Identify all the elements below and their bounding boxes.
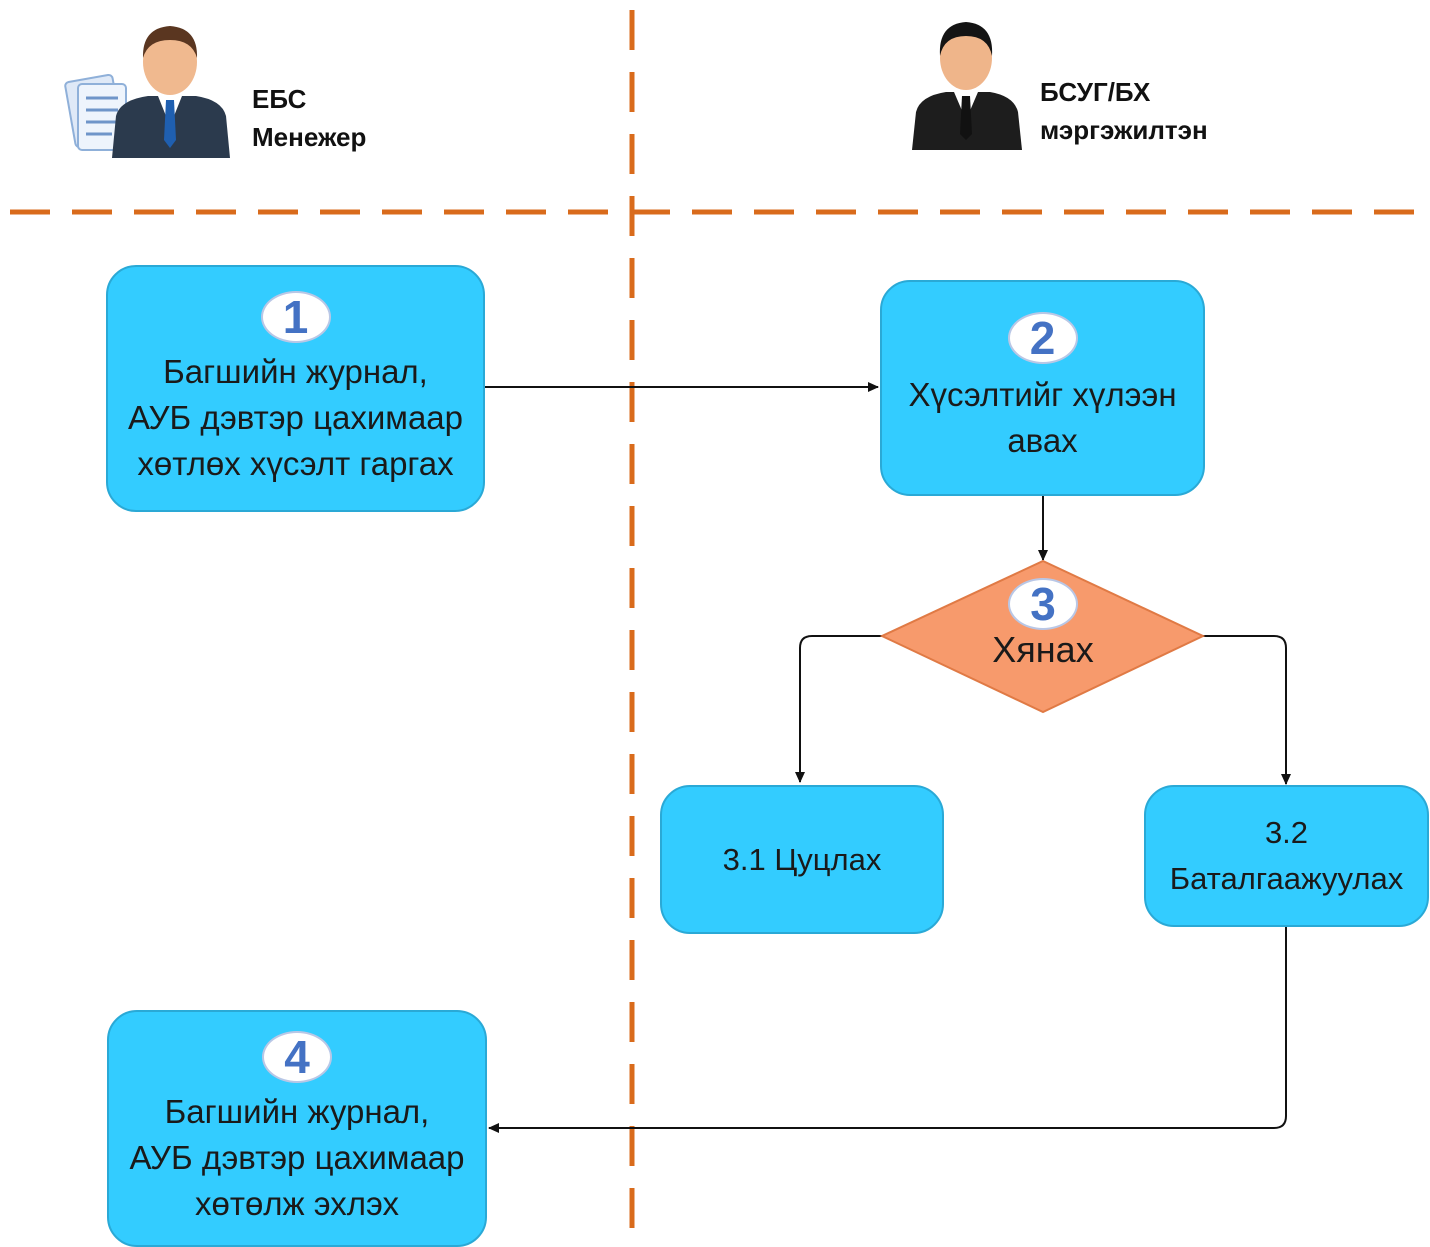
connector-3-to-3-1 <box>795 635 882 783</box>
step-1-box: 1 Багшийн журнал, АУБ дэвтэр цахимаар хө… <box>106 265 485 512</box>
step-3-text: Хянах <box>992 629 1094 670</box>
step-3-2-text: 3.2 Баталгаажуулах <box>1169 815 1404 896</box>
step-4-box: 4 Багшийн журнал, АУБ дэвтэр цахимаар хө… <box>107 1010 487 1247</box>
decision-diamond <box>879 559 1206 714</box>
step-1-text: Багшийн журнал, АУБ дэвтэр цахимаар хөтл… <box>127 352 464 482</box>
step-2-box: 2 Хүсэлтийг хүлээн авах <box>880 280 1205 496</box>
step-1-number-badge: 1 <box>260 290 331 343</box>
step-3-1-box: 3.1 Цуцлах <box>660 785 944 934</box>
step-3-label: 3 Хянах <box>982 578 1104 670</box>
step-3-2-box: 3.2 Баталгаажуулах <box>1144 785 1429 927</box>
step-2-text: Хүсэлтийг хүлээн авах <box>908 376 1177 459</box>
step-2-number-badge: 2 <box>1007 312 1078 364</box>
step-4-number-badge: 4 <box>262 1030 332 1083</box>
step-3-number-badge: 3 <box>1008 578 1078 630</box>
role-label-specialist: БСУГ/БХ мэргэжилтэн <box>1040 77 1208 145</box>
connector-3-to-3-2 <box>1203 635 1291 785</box>
step-4-text: Багшийн журнал, АУБ дэвтэр цахимаар хөтө… <box>129 1092 465 1222</box>
connector-3-2-to-4 <box>488 927 1287 1133</box>
role-label-manager: ЕБС Менежер <box>252 84 367 152</box>
step-3-1-text: 3.1 Цуцлах <box>722 841 882 877</box>
